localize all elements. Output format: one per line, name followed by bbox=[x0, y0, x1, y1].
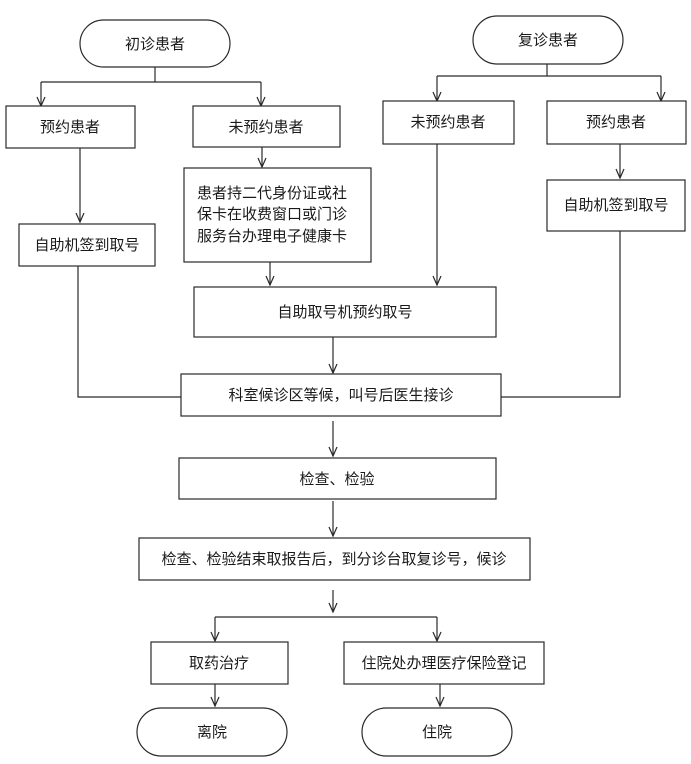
node-first-no-appointment: 未预约患者 bbox=[192, 105, 341, 148]
node-return-kiosk-checkin: 自助机签到取号 bbox=[546, 179, 686, 232]
label-waiting-area: 科室候诊区等候，叫号后医生接诊 bbox=[228, 386, 453, 404]
label-kiosk-ticket: 自助取号机预约取号 bbox=[277, 303, 412, 321]
label-first-no-appointment: 未预约患者 bbox=[228, 118, 303, 136]
label-return-no-appointment: 未预约患者 bbox=[410, 113, 485, 131]
node-return-appointment: 预约患者 bbox=[546, 100, 687, 145]
label-first-kiosk-checkin: 自助机签到取号 bbox=[34, 236, 139, 254]
label-health-card-line-3: 服务台办理电子健康卡 bbox=[197, 227, 347, 245]
label-return-visit: 复诊患者 bbox=[518, 31, 578, 49]
node-first-kiosk-checkin: 自助机签到取号 bbox=[18, 223, 156, 267]
label-health-card-line-2: 保卡在收费窗口或门诊 bbox=[197, 205, 347, 223]
label-first-appointment: 预约患者 bbox=[40, 118, 100, 136]
flowchart-nodes: 初诊患者 复诊患者 预约患者 未预约患者 未预约患者 预约患者 bbox=[5, 15, 687, 757]
node-waiting-area: 科室候诊区等候，叫号后医生接诊 bbox=[180, 373, 502, 417]
node-first-appointment: 预约患者 bbox=[5, 105, 136, 149]
node-discharge: 离院 bbox=[136, 707, 288, 757]
node-return-no-appointment: 未预约患者 bbox=[382, 100, 515, 145]
label-return-kiosk-checkin: 自助机签到取号 bbox=[563, 196, 668, 214]
node-health-card: 患者持二代身份证或社 保卡在收费窗口或门诊 服务台办理电子健康卡 bbox=[183, 167, 372, 263]
label-admission: 住院 bbox=[422, 723, 452, 741]
label-exam: 检查、检验 bbox=[299, 470, 374, 488]
node-medication: 取药治疗 bbox=[150, 641, 289, 685]
label-inpatient-insurance: 住院处办理医疗保险登记 bbox=[361, 654, 526, 672]
node-inpatient-insurance: 住院处办理医疗保险登记 bbox=[343, 641, 545, 685]
label-health-card-line-1: 患者持二代身份证或社 bbox=[197, 184, 347, 202]
node-report-return: 检查、检验结束取报告后，到分诊台取复诊号，候诊 bbox=[138, 537, 531, 581]
edge-return-kiosk-to-waiting bbox=[501, 231, 621, 398]
node-return-visit: 复诊患者 bbox=[472, 15, 624, 65]
label-return-appointment: 预约患者 bbox=[586, 113, 646, 131]
node-admission: 住院 bbox=[361, 707, 513, 757]
node-kiosk-ticket: 自助取号机预约取号 bbox=[193, 286, 497, 338]
label-report-return: 检查、检验结束取报告后，到分诊台取复诊号，候诊 bbox=[161, 550, 506, 568]
label-discharge: 离院 bbox=[197, 723, 227, 741]
label-first-visit: 初诊患者 bbox=[125, 35, 185, 53]
node-first-visit: 初诊患者 bbox=[79, 19, 231, 68]
label-medication: 取药治疗 bbox=[189, 654, 249, 672]
edge-first-kiosk-to-waiting bbox=[77, 265, 181, 398]
flowchart-edges bbox=[36, 64, 666, 708]
node-exam: 检查、检验 bbox=[178, 457, 497, 500]
